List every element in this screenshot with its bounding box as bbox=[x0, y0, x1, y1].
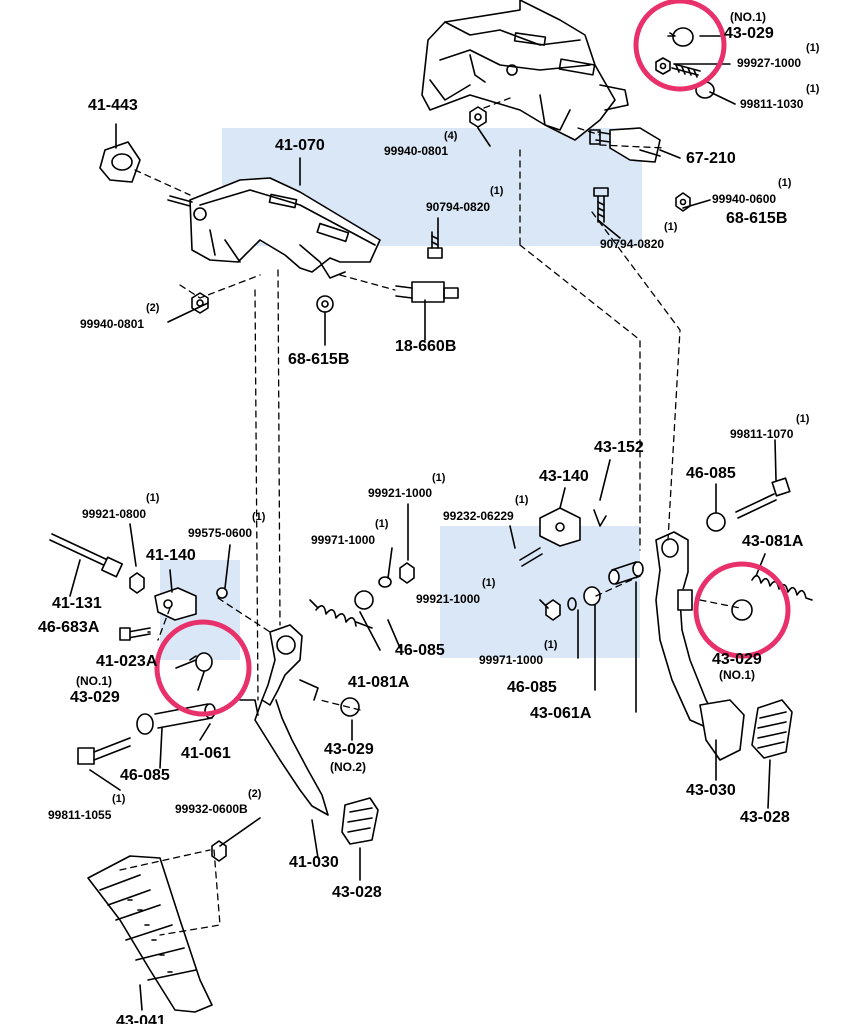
highlight-circle-right bbox=[693, 561, 791, 659]
callout-43-041: 43-041 bbox=[116, 1013, 166, 1024]
gasket-41-443 bbox=[99, 141, 141, 183]
callout-41-030: 41-030 bbox=[289, 854, 339, 871]
callout-43-029-right: 43-029 bbox=[712, 651, 762, 668]
callout-41-131: 41-131 bbox=[52, 595, 102, 612]
callout-qty-99921-1000-right: (1) bbox=[482, 577, 496, 589]
switch-18-660B bbox=[395, 281, 459, 303]
pedal-pad-right bbox=[751, 699, 793, 759]
highlight-circles bbox=[154, 0, 791, 717]
callout-41-081A: 41-081A bbox=[348, 674, 410, 691]
callout-43-029-left: 43-029 bbox=[70, 689, 120, 706]
callout-qty-99940-0600: (1) bbox=[778, 177, 792, 189]
callout-99575-0600: 99575-0600 bbox=[188, 526, 253, 540]
callout-99940-0801-top: 99940-0801 bbox=[384, 144, 449, 158]
callout-qty-90794-center: (1) bbox=[490, 185, 504, 197]
callout-99927-1000: 99927-1000 bbox=[737, 56, 802, 70]
bracket-41-140 bbox=[154, 587, 197, 621]
callout-qty-99811-1030: (1) bbox=[806, 83, 820, 95]
callout-qty-99575: (1) bbox=[252, 511, 266, 523]
callout-qty-90794-right: (1) bbox=[664, 221, 678, 233]
callout-43-029-note-right: (NO.1) bbox=[719, 668, 755, 682]
bolt-90794-center bbox=[427, 231, 443, 259]
callout-43-029-note-left: (NO.1) bbox=[76, 674, 112, 688]
callout-43-061A: 43-061A bbox=[530, 705, 592, 722]
callout-99232-06229: 99232-06229 bbox=[443, 509, 514, 523]
callout-qty-99811-1055: (1) bbox=[112, 793, 126, 805]
callout-99921-1000-right: 99921-1000 bbox=[416, 592, 481, 606]
callout-68-615B-left: 68-615B bbox=[288, 351, 350, 368]
callout-46-085-lower-left: 46-085 bbox=[120, 767, 170, 784]
highlight-circle-left bbox=[154, 619, 252, 717]
callout-90794-0820-center: 90794-0820 bbox=[426, 200, 491, 214]
switch-67-210 bbox=[589, 127, 661, 163]
callout-qty-99971-1000-mid: (1) bbox=[375, 518, 389, 530]
callout-46-085-top-right: 46-085 bbox=[686, 465, 736, 482]
bolt-90794-right bbox=[593, 187, 609, 223]
callout-43-029-note-no2: (NO.2) bbox=[330, 760, 366, 774]
callout-43-140: 43-140 bbox=[539, 468, 589, 485]
callout-99921-0800: 99921-0800 bbox=[82, 507, 147, 521]
callout-qty-99940-0801-left: (2) bbox=[146, 302, 160, 314]
pedal-pad-left bbox=[341, 797, 379, 845]
callout-99940-0600: 99940-0600 bbox=[712, 192, 777, 206]
spring-41-081A bbox=[309, 599, 373, 629]
callout-99971-1000-mid: 99971-1000 bbox=[311, 533, 376, 547]
callout-99940-0801-left: 99940-0801 bbox=[80, 317, 145, 331]
callout-99811-1030: 99811-1030 bbox=[740, 97, 804, 111]
callout-46-085-center-right: 46-085 bbox=[507, 679, 557, 696]
callout-qty-99811-1070: (1) bbox=[796, 413, 810, 425]
callout-43-029-note-top: (NO.1) bbox=[730, 10, 766, 24]
callout-43-029-no2: 43-029 bbox=[324, 741, 374, 758]
callout-99811-1055: 99811-1055 bbox=[48, 808, 112, 822]
clevis-43-140 bbox=[539, 507, 581, 547]
clutch-pedal-arm bbox=[239, 624, 329, 816]
callout-99971-1000-right: 99971-1000 bbox=[479, 653, 544, 667]
stopper-top bbox=[667, 27, 694, 47]
nut-99927 bbox=[655, 57, 701, 78]
callout-99932-0600B: 99932-0600B bbox=[175, 802, 248, 816]
callout-67-210: 67-210 bbox=[686, 150, 736, 167]
accelerator-pedal bbox=[87, 855, 213, 1013]
bolt-99811-1055 bbox=[77, 737, 131, 765]
callout-43-030: 43-030 bbox=[686, 782, 736, 799]
callout-qty-99921-0800: (1) bbox=[146, 492, 160, 504]
stopper-left bbox=[189, 652, 213, 672]
callout-qty-99927: (1) bbox=[806, 42, 820, 54]
highlight-circle-top bbox=[633, 0, 727, 92]
callout-41-061: 41-061 bbox=[181, 745, 231, 762]
callout-90794-0820-right: 90794-0820 bbox=[600, 237, 665, 251]
callout-43-028-left: 43-028 bbox=[332, 884, 382, 901]
callout-46-085-mid: 46-085 bbox=[395, 642, 445, 659]
callout-99921-1000-mid: 99921-1000 bbox=[368, 486, 433, 500]
callout-qty-99940-0801-top: (4) bbox=[444, 130, 458, 142]
callout-46-683A: 46-683A bbox=[38, 619, 100, 636]
callout-qty-99232: (1) bbox=[515, 494, 529, 506]
callout-43-028-right: 43-028 bbox=[740, 809, 790, 826]
callout-41-023A: 41-023A bbox=[96, 653, 158, 670]
bolt-99811-1070 bbox=[735, 477, 791, 519]
bolt-41-131 bbox=[49, 533, 124, 578]
upper-pedal-bracket bbox=[421, 0, 629, 141]
callout-qty-99971-1000-right: (1) bbox=[544, 639, 558, 651]
callout-43-029-top: 43-029 bbox=[724, 25, 774, 42]
callout-43-081A: 43-081A bbox=[742, 533, 804, 550]
callout-99811-1070: 99811-1070 bbox=[730, 427, 794, 441]
callout-qty-99921-1000-mid: (1) bbox=[432, 472, 446, 484]
callout-68-615B-right: 68-615B bbox=[726, 210, 788, 227]
callout-41-443: 41-443 bbox=[88, 97, 138, 114]
callout-41-140: 41-140 bbox=[146, 547, 196, 564]
spring-43-081A bbox=[751, 574, 813, 601]
clutch-bracket bbox=[189, 177, 381, 279]
callout-18-660B: 18-660B bbox=[395, 338, 457, 355]
callout-41-070: 41-070 bbox=[275, 137, 325, 154]
callout-43-152: 43-152 bbox=[594, 439, 644, 456]
callout-qty-99932: (2) bbox=[248, 788, 262, 800]
brake-pedal-arm bbox=[655, 531, 745, 761]
